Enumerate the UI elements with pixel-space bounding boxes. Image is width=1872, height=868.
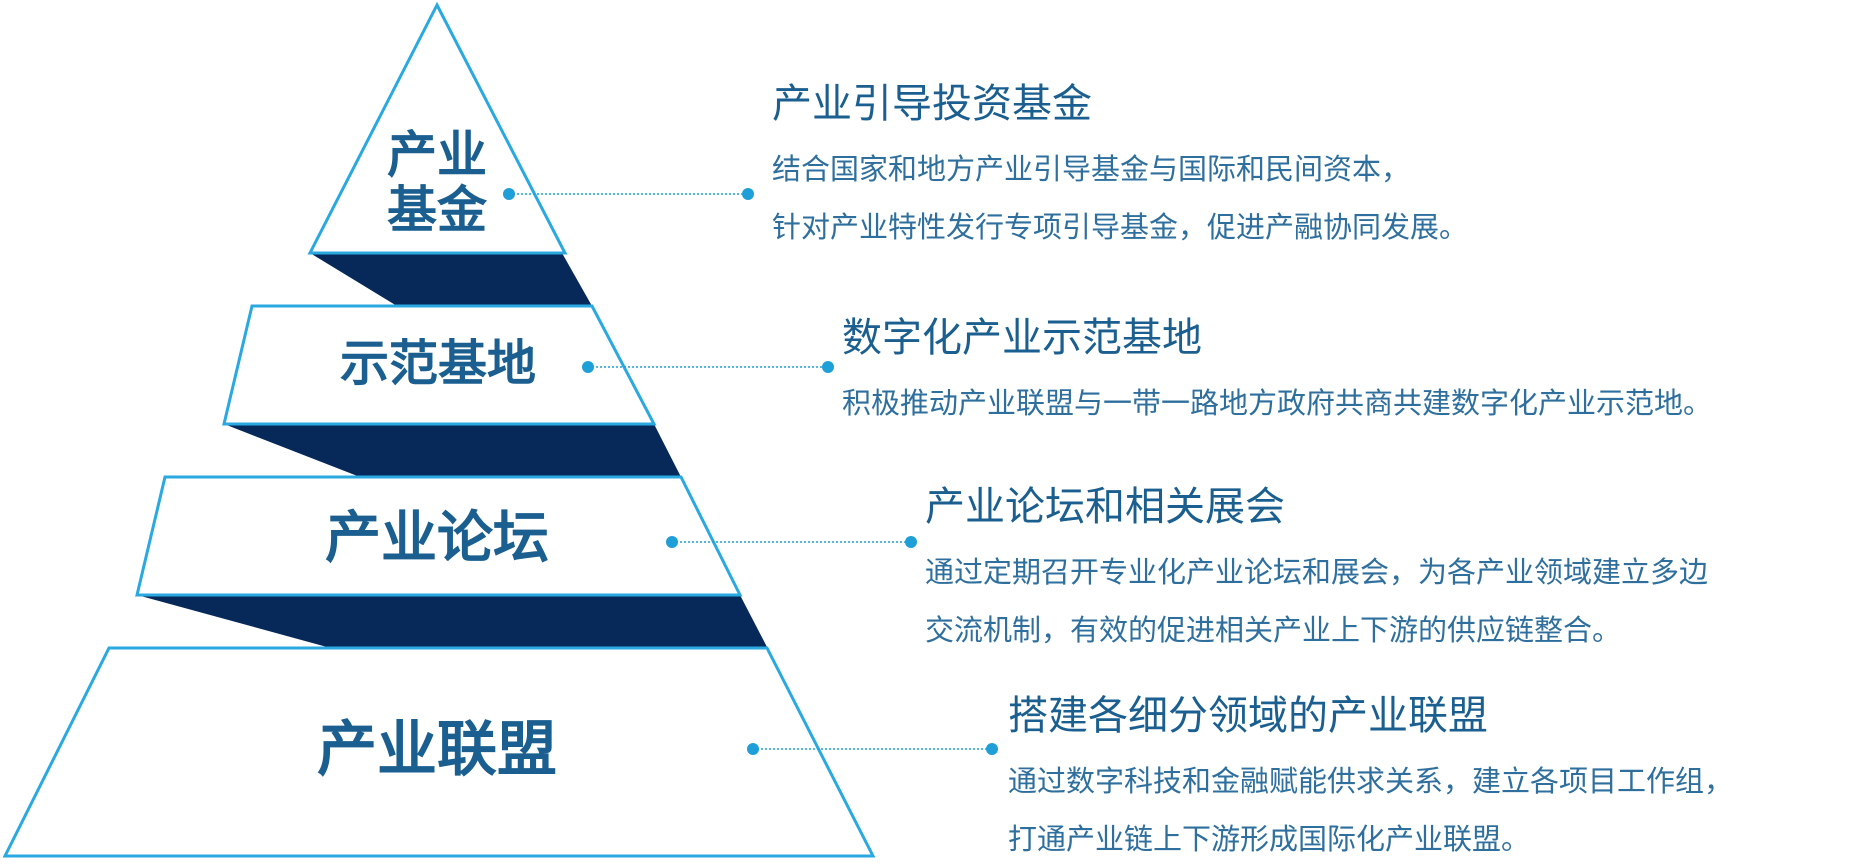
connector-2 <box>582 361 834 373</box>
tier-shape-1 <box>307 1 568 255</box>
desc-block-forum: 产业论坛和相关展会 通过定期召开专业化产业论坛和展会，为各产业领域建立多边 交流… <box>925 483 1708 659</box>
desc-block-demo-base: 数字化产业示范基地 积极推动产业联盟与一带一路地方政府共商共建数字化产业示范地。 <box>842 314 1712 432</box>
band-2 <box>224 424 681 477</box>
tier-shape-3 <box>135 475 743 597</box>
desc-line-alliance-2: 打通产业链上下游形成国际化产业联盟。 <box>1008 822 1531 856</box>
desc-block-fund: 产业引导投资基金 结合国家和地方产业引导基金与国际和民间资本， 针对产业特性发行… <box>772 80 1468 256</box>
band-3 <box>137 595 767 647</box>
desc-line-forum-1: 通过定期召开专业化产业论坛和展会，为各产业领域建立多边 <box>925 555 1709 589</box>
desc-title-alliance: 搭建各细分领域的产业联盟 <box>1008 693 1488 739</box>
band-1 <box>310 253 592 306</box>
connector-1 <box>503 188 754 200</box>
tier-shape-2 <box>222 304 657 426</box>
desc-title-demo-base: 数字化产业示范基地 <box>842 315 1202 361</box>
desc-title-forum: 产业论坛和相关展会 <box>925 484 1285 530</box>
desc-block-alliance: 搭建各细分领域的产业联盟 通过数字科技和金融赋能供求关系，建立各项目工作组， 打… <box>1008 692 1733 868</box>
desc-line-alliance-1: 通过数字科技和金融赋能供求关系，建立各项目工作组， <box>1008 764 1734 798</box>
connector-4 <box>747 743 998 755</box>
tier-label-forum: 产业论坛 <box>325 506 549 571</box>
desc-line-forum-2: 交流机制，有效的促进相关产业上下游的供应链整合。 <box>925 613 1622 647</box>
connector-3 <box>666 536 917 548</box>
desc-line-demo-base-1: 积极推动产业联盟与一带一路地方政府共商共建数字化产业示范地。 <box>842 386 1713 420</box>
tier-label-demo-base: 示范基地 <box>339 335 536 392</box>
tier-label-fund-line-1: 产业 <box>387 126 487 184</box>
tier-label-fund-line-2: 基金 <box>387 181 487 239</box>
tier-label-alliance: 产业联盟 <box>317 715 557 785</box>
desc-line-fund-1: 结合国家和地方产业引导基金与国际和民间资本， <box>772 152 1411 186</box>
desc-line-fund-2: 针对产业特性发行专项引导基金，促进产融协同发展。 <box>772 210 1469 244</box>
desc-title-fund: 产业引导投资基金 <box>772 81 1092 127</box>
tier-shape-4 <box>2 646 876 858</box>
tier-label-fund: 产业 基金 <box>367 128 507 238</box>
